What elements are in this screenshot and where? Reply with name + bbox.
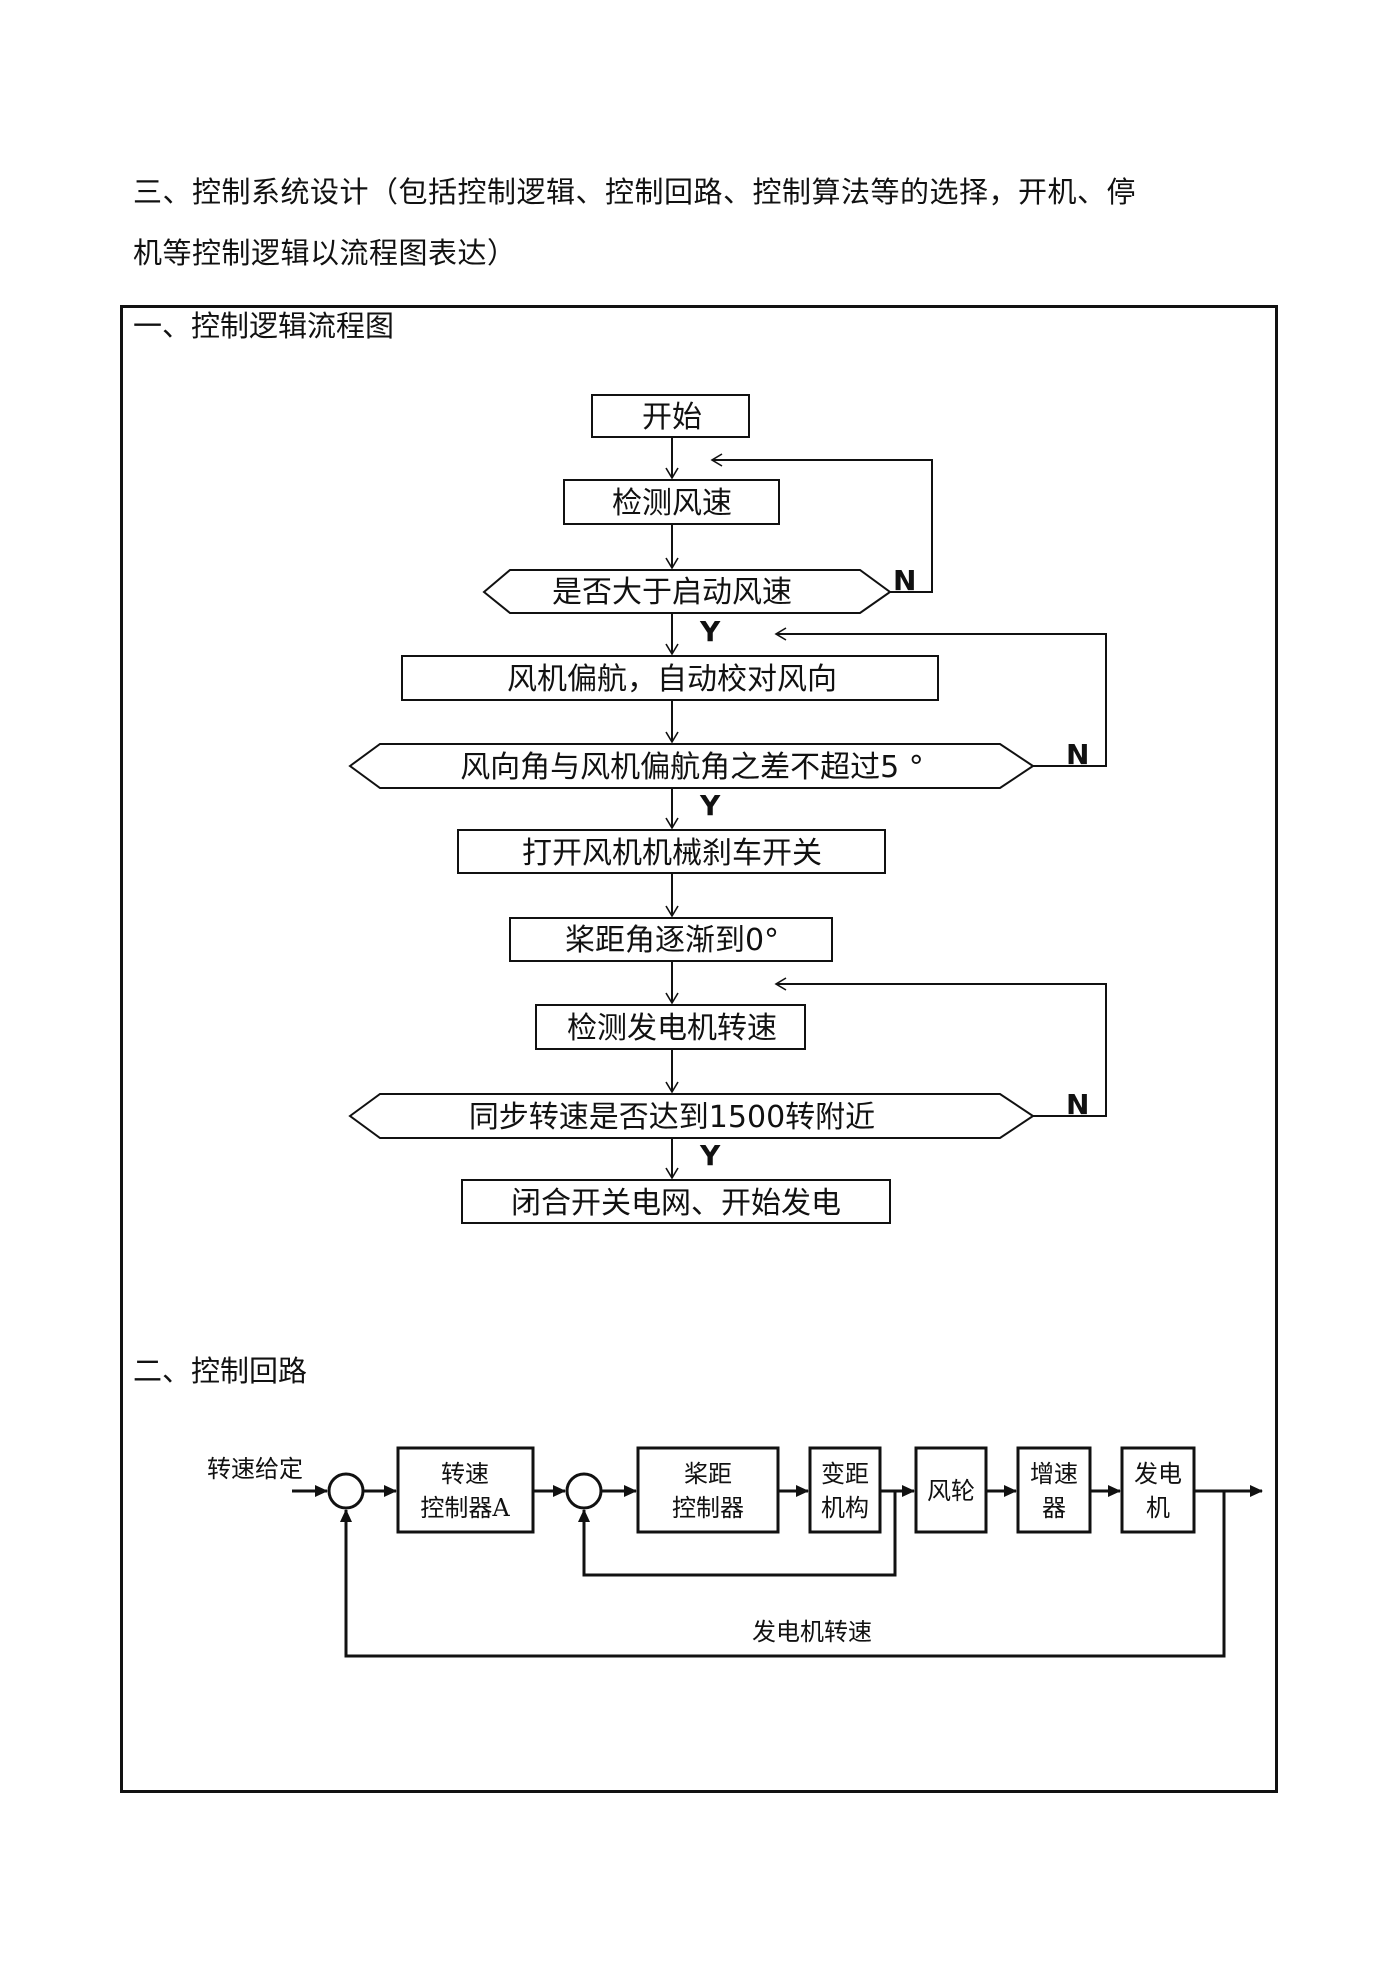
- flowchart-title: 一、控制逻辑流程图: [133, 309, 395, 343]
- section-heading-line2: 机等控制逻辑以流程图表达）: [133, 236, 517, 270]
- fc-brake-label: 打开风机机械刹车开关: [522, 836, 822, 871]
- fc-no-loop-2: [774, 627, 1107, 767]
- fc-detect-gen-box: [535, 1004, 806, 1050]
- fc-cond-wind-label: 是否大于启动风速: [552, 575, 792, 610]
- outer-feedback-line: [340, 1491, 1226, 1658]
- pitch-mechanism-block: [808, 1446, 882, 1534]
- gearbox-label-2: 器: [1042, 1494, 1066, 1522]
- fc-no-label-2: N: [1066, 738, 1089, 771]
- fc-yes-label-1: Y: [699, 615, 721, 648]
- fc-no-label-1: N: [893, 564, 916, 597]
- speed-controller-label-1: 转速: [441, 1460, 489, 1488]
- fc-cond-angle-label: 风向角与风机偏航角之差不超过5 °: [460, 750, 924, 785]
- generator-label-1: 发电: [1134, 1460, 1182, 1488]
- fc-connect-box: [461, 1179, 891, 1224]
- generator-block: [1120, 1446, 1196, 1534]
- summing-junction-1: [327, 1472, 365, 1510]
- summing-junction-2: [565, 1472, 603, 1510]
- control-loop: [292, 1446, 1263, 1658]
- fc-no-loop-3: [774, 977, 1107, 1117]
- fc-start-box: [591, 394, 750, 438]
- control-loop-title: 二、控制回路: [133, 1354, 308, 1388]
- pitch-controller-block: [636, 1446, 780, 1534]
- gearbox-label-1: 增速: [1030, 1460, 1078, 1488]
- fc-yes-label-2: Y: [699, 789, 721, 822]
- speed-setpoint-label: 转速给定: [207, 1455, 303, 1483]
- pitch-controller-label-1: 桨距: [684, 1460, 732, 1488]
- fc-pitch-box: [509, 917, 833, 962]
- flowchart: [348, 394, 1107, 1224]
- pitch-mechanism-label-1: 变距: [821, 1460, 869, 1488]
- gearbox-block: [1016, 1446, 1092, 1534]
- fc-no-loop-1: [710, 453, 933, 593]
- fc-connect-label: 闭合开关电网、开始发电: [511, 1186, 841, 1221]
- section-heading-line1: 三、控制系统设计（包括控制逻辑、控制回路、控制算法等的选择，开机、停: [133, 175, 1137, 209]
- pitch-controller-label-2: 控制器: [672, 1494, 744, 1522]
- fc-yaw-label: 风机偏航，自动校对风向: [507, 662, 837, 697]
- fc-yaw-box: [401, 655, 939, 701]
- rotor-label: 风轮: [927, 1477, 975, 1505]
- generator-label-2: 机: [1146, 1494, 1170, 1522]
- fc-yes-label-3: Y: [699, 1139, 721, 1172]
- speed-controller-label-2: 控制器A: [420, 1494, 510, 1522]
- content-frame: [120, 305, 1278, 1793]
- inner-feedback-line: [578, 1491, 897, 1577]
- pitch-mechanism-label-2: 机构: [821, 1494, 869, 1522]
- speed-controller-block: [396, 1446, 535, 1534]
- fc-brake-box: [457, 829, 886, 874]
- fc-detect-gen-label: 检测发电机转速: [567, 1011, 777, 1046]
- flowchart-labels: 开始 检测风速 是否大于启动风速 风机偏航，自动校对风向 风向角与风机偏航角之差…: [460, 400, 1089, 1221]
- fc-pitch-label: 桨距角逐渐到0°: [565, 923, 779, 958]
- control-loop-labels: 转速给定 转速 控制器A 桨距 控制器 变距 机构 风轮 增速 器 发电 机 发…: [207, 1455, 1182, 1646]
- fc-start-label: 开始: [642, 400, 702, 435]
- fc-detect-wind-label: 检测风速: [612, 486, 732, 521]
- fc-cond-speed-label: 同步转速是否达到1500转附近: [469, 1100, 875, 1135]
- generator-speed-feedback-label: 发电机转速: [752, 1618, 872, 1646]
- fc-no-label-3: N: [1066, 1088, 1089, 1121]
- rotor-block: [914, 1446, 988, 1534]
